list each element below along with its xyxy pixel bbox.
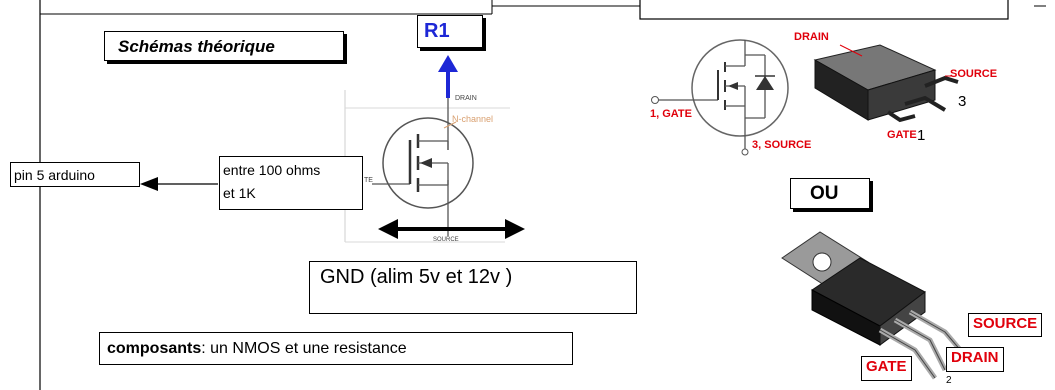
gnd-box: GND (alim 5v et 12v ) [309, 261, 637, 314]
to220-source-text: SOURCE [973, 315, 1038, 332]
components-rest: : un NMOS et une resistance [201, 340, 407, 357]
components-box: composants: un NMOS et une resistance [99, 332, 573, 365]
resistor-line2: et 1K [223, 185, 256, 201]
to220-drain-label: DRAIN [946, 347, 1004, 372]
to220-source-label: SOURCE [968, 313, 1043, 337]
symbol-source-label: 3, SOURCE [752, 139, 812, 151]
to220-gate-label: GATE [861, 356, 912, 381]
ou-box: OU [790, 178, 870, 209]
components-text: composants: un NMOS et une resistance [107, 340, 407, 358]
dpak-source-label: SOURCE [950, 68, 998, 80]
symbol-gate-label: 1, GATE [650, 108, 692, 120]
dpak-drain-label: DRAIN [794, 31, 829, 43]
components-bold: composants [107, 340, 202, 357]
ou-label: OU [810, 183, 839, 204]
gnd-label: GND (alim 5v et 12v ) [320, 266, 513, 288]
r1-label: R1 [424, 20, 450, 42]
drain-label: DRAIN [455, 95, 477, 102]
dpak-gate-label: GATE [887, 129, 917, 141]
dpak-gate-num: 1 [917, 127, 926, 144]
to220-pin2-label: 2 [946, 375, 952, 386]
r1-box: R1 [417, 15, 483, 48]
channel-label: N-channel [452, 114, 494, 124]
gate-label: TE [364, 177, 373, 184]
dpak-source-num: 3 [958, 93, 967, 110]
pin-box: pin 5 arduino [10, 162, 140, 187]
source-label: SOURCE [433, 237, 459, 243]
schematic-title-box: Schémas théorique [104, 31, 344, 61]
resistor-line1: entre 100 ohms [223, 162, 321, 178]
schematic-title: Schémas théorique [118, 37, 275, 56]
to220-gate-text: GATE [866, 358, 907, 375]
resistor-box: entre 100 ohms et 1K [219, 156, 363, 210]
to220-drain-text: DRAIN [951, 349, 999, 366]
pin-label: pin 5 arduino [14, 167, 95, 183]
